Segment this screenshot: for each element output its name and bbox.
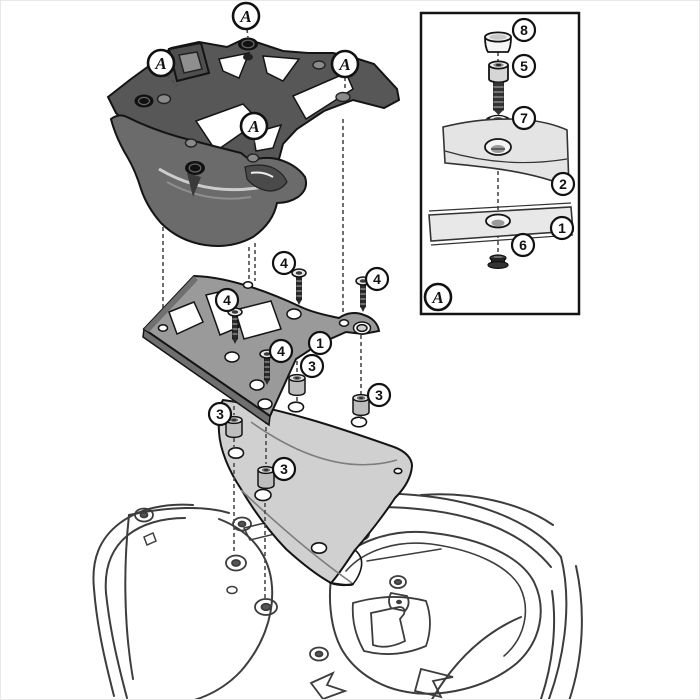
callout-label: 3 [308,358,316,374]
grommet-icon [134,37,358,197]
callout-label: 2 [559,176,567,192]
hardware-inset-box [419,11,581,316]
callout-4-left: 4 [214,287,240,313]
marker-a-top: A [231,1,261,31]
callout-3-c: 3 [207,401,233,427]
marker-a-label: A [431,288,443,307]
callout-7: 7 [511,105,537,131]
callout-4-top: 4 [271,250,297,276]
callout-label: 8 [520,22,528,38]
marker-a-center: A [239,111,269,141]
callout-label: 3 [280,461,288,477]
marker-a-inset: A [423,282,453,312]
marker-a-label: A [239,7,251,26]
rear-cover-piece [217,398,414,587]
callout-6: 6 [510,232,536,258]
callout-1-inset: 1 [549,215,575,241]
marker-a-left: A [146,48,176,78]
callout-label: 6 [519,237,527,253]
callout-label: 4 [280,255,288,271]
callout-label: 1 [316,335,324,351]
callout-label: 3 [216,406,224,422]
inset-flat-plate [428,202,574,246]
marker-a-right: A [330,49,360,79]
cap-part-icon [484,31,512,53]
callout-3-d: 3 [271,456,297,482]
callout-label: 3 [375,387,383,403]
callout-4-center: 4 [268,338,294,364]
callout-label: 4 [223,292,231,308]
spacer-icon [257,465,275,490]
callout-3-b: 3 [366,382,392,408]
mounting-bracket-plate [142,274,381,427]
callout-1-bracket: 1 [307,330,333,356]
callout-3-a: 3 [299,353,325,379]
callout-4-right: 4 [364,266,390,292]
callout-label: 1 [558,220,566,236]
flange-nut-icon [487,254,509,270]
callouts: 8 5 7 2 1 6 4 4 4 4 1 3 3 3 [146,1,576,482]
marker-a-label: A [154,54,166,73]
marker-a-label: A [247,117,259,136]
screw-icon [291,268,307,305]
inset-curved-plate [442,118,570,189]
socket-screw-icon [488,60,509,115]
marker-a-label: A [338,55,350,74]
callout-label: 4 [277,343,285,359]
callout-5: 5 [511,53,537,79]
callout-label: 4 [373,271,381,287]
spacer-icon [288,373,306,397]
callout-label: 5 [520,58,528,74]
callout-2: 2 [550,171,576,197]
callout-label: 7 [520,110,528,126]
spacer-icon [352,393,370,417]
callout-8: 8 [511,17,537,43]
